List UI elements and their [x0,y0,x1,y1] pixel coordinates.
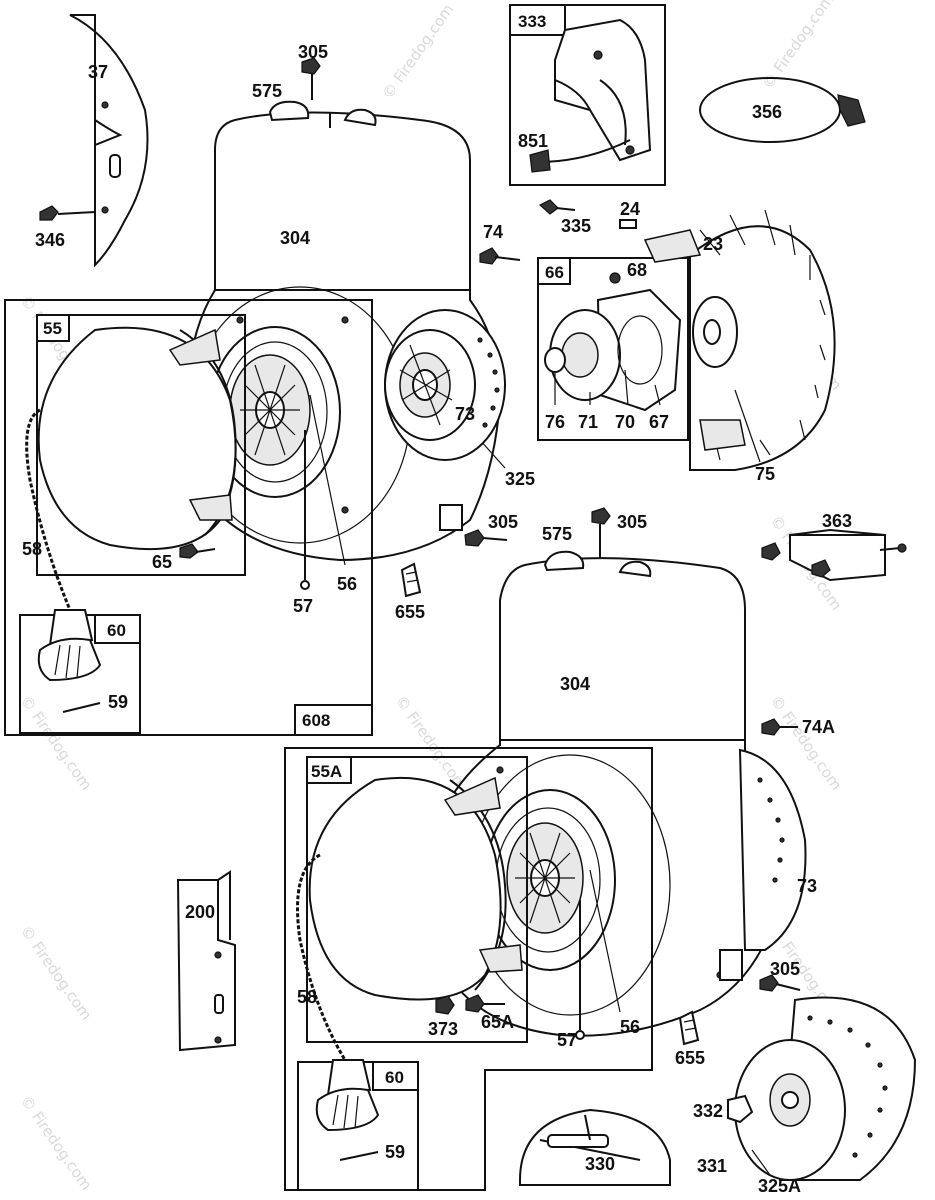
part-label: 325A [758,1176,801,1196]
rotating-screen-lower [738,748,807,951]
watermark-text: © Firedog.com [379,1,458,103]
part-label: 305 [770,959,800,979]
part-label: 71 [578,412,598,432]
starter-clutch-box [537,257,689,441]
screw-305-mid [464,529,508,547]
part-label: 55A [311,762,342,781]
part-label: 330 [585,1154,615,1174]
housing-extension-200 [176,870,236,1052]
part-label: 68 [627,260,647,280]
part-label: 55 [43,319,62,338]
part-label: 363 [822,511,852,531]
part-label: 346 [35,230,65,250]
watermark-text: © Firedog.com [17,922,96,1024]
part-label: 58 [297,987,317,1007]
part-label: 75 [755,464,775,484]
part-label: 66 [545,263,564,282]
screw-305-lower [759,974,801,992]
ground-wire-356 [699,77,866,143]
screw-305-top-lower [591,507,611,560]
part-label: 356 [752,102,782,122]
part-label: 57 [293,596,313,616]
part-label: 331 [697,1156,727,1176]
recoil-starter-box-upper [4,299,373,736]
screw-74A [761,718,798,736]
part-label: 73 [797,876,817,896]
screw-74 [479,247,521,265]
part-label: 325 [505,469,535,489]
flywheel-key-24 [619,219,637,229]
part-label: 23 [703,234,723,254]
part-label: 332 [693,1101,723,1121]
part-label: 851 [518,131,548,151]
clip-655-lower [678,1010,700,1046]
part-label: 67 [649,412,669,432]
part-label: 335 [561,216,591,236]
part-label: 575 [252,81,282,101]
rotating-screen-325A [727,996,917,1181]
bracket-363 [761,528,907,582]
part-labels: 37 346 305 575 304 333 851 356 335 24 74… [22,12,852,1196]
part-label: 56 [337,574,357,594]
part-label: 24 [620,199,640,219]
part-label: 37 [88,62,108,82]
part-label: 65 [152,552,172,572]
part-label: 60 [107,621,126,640]
part-label: 305 [488,512,518,532]
air-deflector-37 [69,14,149,268]
part-label: 304 [560,674,590,694]
part-label: 74A [802,717,835,737]
clip-655-upper [400,562,422,598]
part-label: 74 [483,222,503,242]
recoil-starter-box-lower [284,747,653,1191]
part-label: 60 [385,1068,404,1087]
flywheel-23 [643,209,836,471]
part-label: 57 [557,1030,577,1050]
rotating-screen-upper [384,309,506,461]
part-label: 608 [302,711,330,730]
screw-305-top [301,57,321,100]
part-label: 76 [545,412,565,432]
part-label: 70 [615,412,635,432]
screw-346 [39,205,96,221]
blower-housing-lower [429,550,783,1040]
part-label: 59 [385,1142,405,1162]
part-label: 655 [675,1048,705,1068]
part-label: 73 [455,404,475,424]
part-label: 304 [280,228,310,248]
part-330 [519,1108,671,1186]
part-label: 58 [22,539,42,559]
part-label: 655 [395,602,425,622]
part-label: 56 [620,1017,640,1037]
ignition-module-box [509,4,666,186]
part-label: 65A [481,1012,514,1032]
part-label: 59 [108,692,128,712]
part-label: 373 [428,1019,458,1039]
part-label: 333 [518,12,546,31]
part-label: 305 [298,42,328,62]
part-label: 200 [185,902,215,922]
watermark-text: © Firedog.com [17,1092,96,1194]
part-label: 575 [542,524,572,544]
screw-335 [538,199,576,215]
part-label: 305 [617,512,647,532]
